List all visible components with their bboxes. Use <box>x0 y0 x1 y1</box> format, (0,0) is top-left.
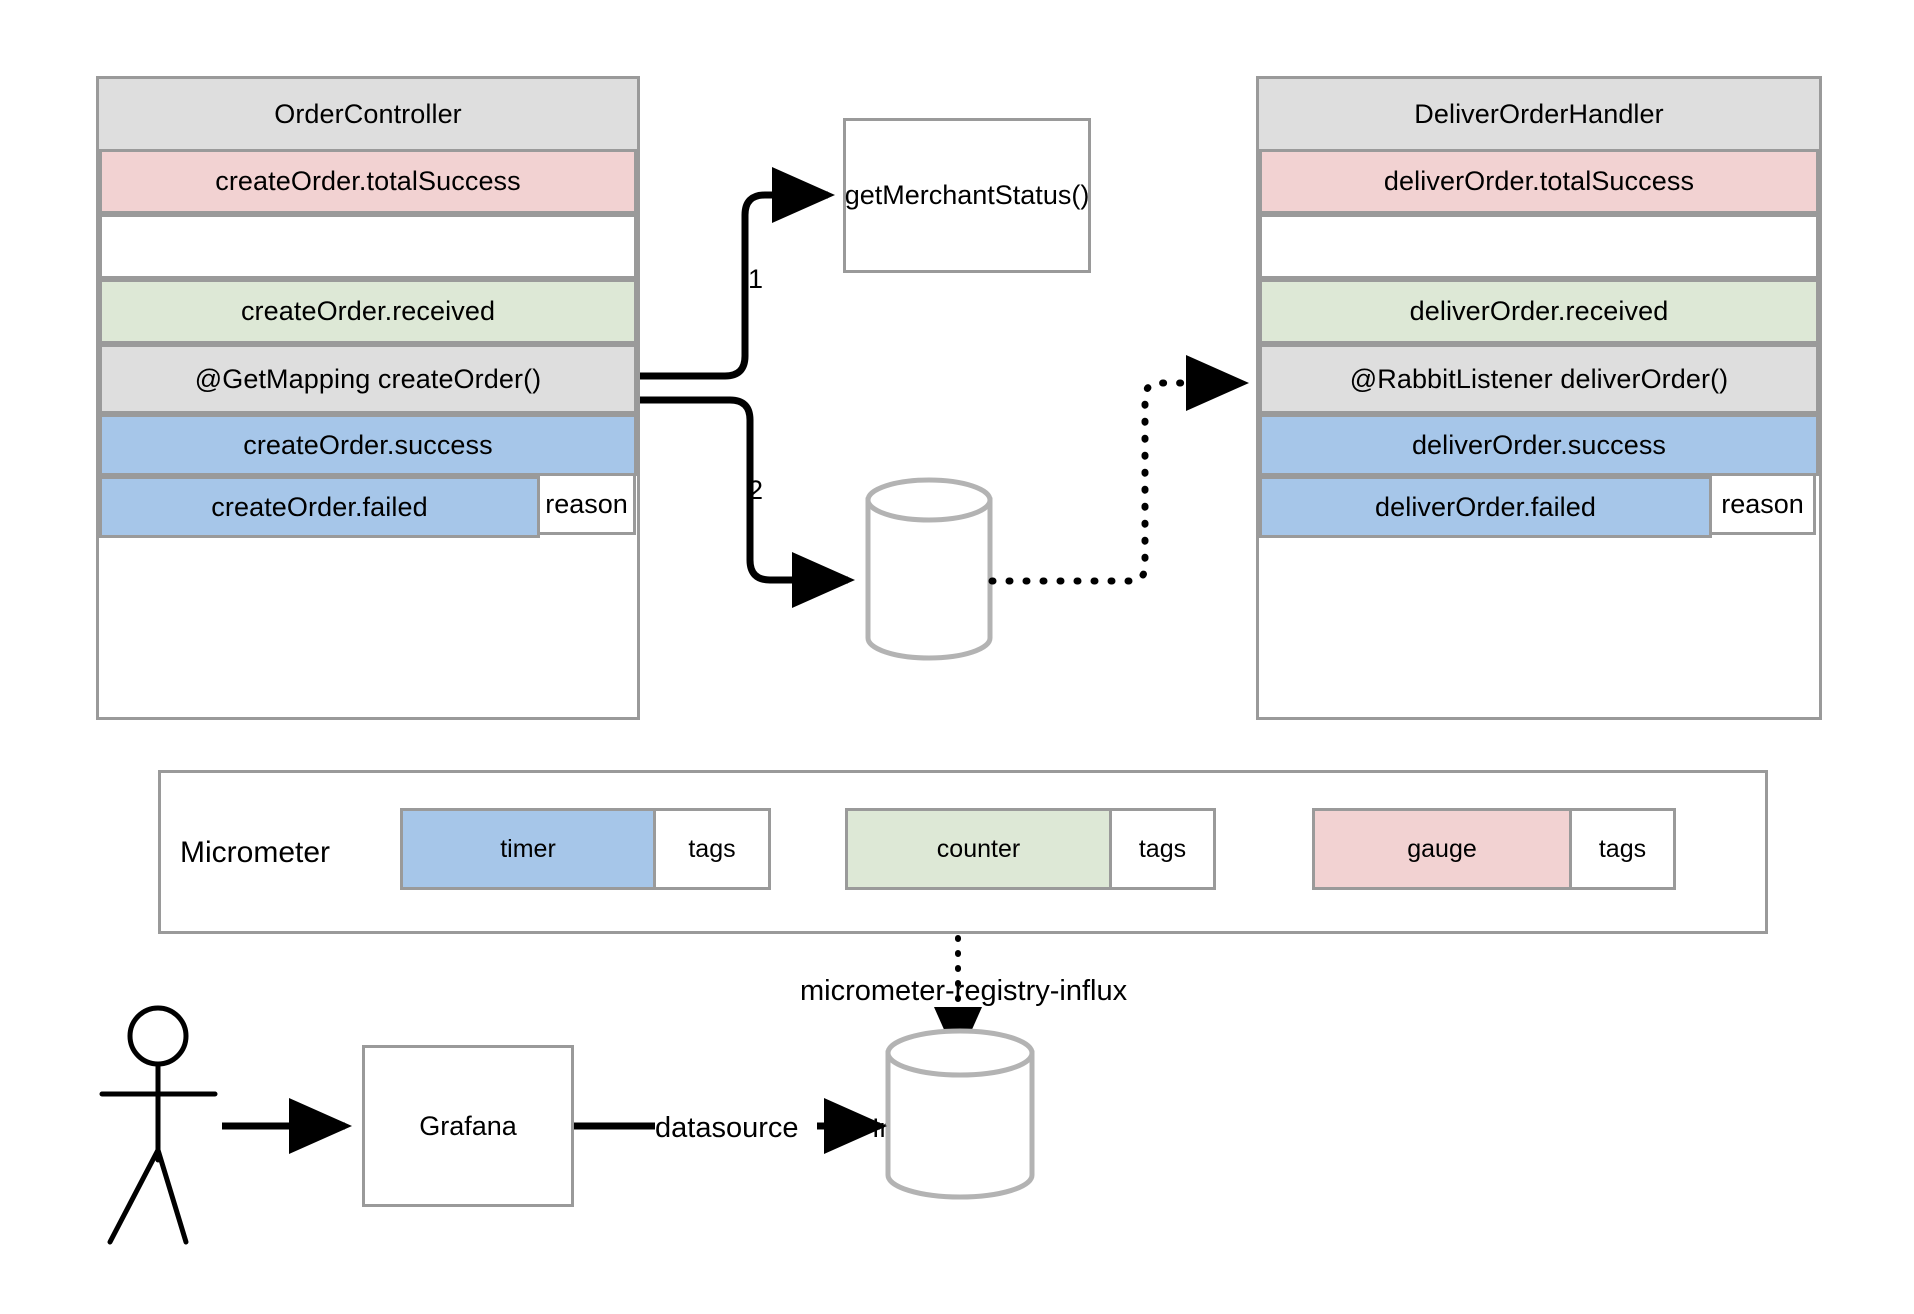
row-label: createOrder.totalSuccess <box>215 166 521 196</box>
rmq-label: RMQ <box>905 567 969 597</box>
row-deliver-order-received[interactable]: deliverOrder.received <box>1259 279 1819 344</box>
order-controller-header-label: OrderController <box>274 98 462 129</box>
edge-label-2: 2 <box>748 475 764 505</box>
micrometer-registry-influx-label: micrometer-registry-influx <box>800 975 1128 1007</box>
edge-rmq-to-rabbit-listener <box>988 355 1249 585</box>
edge-create-order-to-rmq <box>640 396 855 608</box>
row-get-mapping-create-order[interactable]: @GetMapping createOrder() <box>99 344 637 414</box>
order-controller-component[interactable]: OrderController createOrder.totalSuccess… <box>96 76 640 720</box>
reason-label: reason <box>1721 488 1804 519</box>
micrometer-section-label: Micrometer <box>180 836 331 869</box>
row-create-order-failed[interactable]: createOrder.failed <box>99 476 540 538</box>
metric-timer[interactable]: timer <box>400 808 656 890</box>
metric-timer-tags[interactable]: tags <box>653 808 771 890</box>
reason-label: reason <box>545 488 628 519</box>
row-label: createOrder.success <box>243 429 493 460</box>
deliver-order-handler-header-label: DeliverOrderHandler <box>1414 98 1664 129</box>
create-order-failed-reason-cell[interactable]: reason <box>537 473 636 535</box>
row-label: createOrder.received <box>240 296 496 326</box>
row-label: @RabbitListener deliverOrder() <box>1349 363 1729 394</box>
row-label: createOrder.failed <box>211 491 428 522</box>
row-label: deliverOrder.success <box>1411 429 1667 460</box>
metric-gauge-tags[interactable]: tags <box>1569 808 1676 890</box>
row-label: deliverOrder.failed <box>1374 491 1596 522</box>
deliver-order-handler-header: DeliverOrderHandler <box>1259 79 1819 149</box>
metric-label: counter <box>936 834 1021 863</box>
user-actor-icon <box>99 1005 218 1245</box>
edge-label-1: 1 <box>748 264 764 294</box>
metric-label: timer <box>500 834 556 863</box>
datasource-label: datasource <box>655 1112 799 1144</box>
influxdb-label: InfluxDB <box>871 1113 975 1143</box>
edge-create-order-to-get-merchant-status <box>640 167 835 380</box>
row-deliver-order-failed[interactable]: deliverOrder.failed <box>1259 476 1712 538</box>
row-label: @GetMapping createOrder() <box>194 363 542 394</box>
metric-gauge[interactable]: gauge <box>1312 808 1572 890</box>
deliver-order-failed-reason-cell[interactable]: reason <box>1709 473 1816 535</box>
row-rabbit-listener-deliver-order[interactable]: @RabbitListener deliverOrder() <box>1259 344 1819 414</box>
grafana-box[interactable]: Grafana <box>362 1045 574 1207</box>
row-label: deliverOrder.totalSuccess <box>1383 166 1695 196</box>
row-right-spacer <box>1259 214 1819 279</box>
row-deliver-order-success[interactable]: deliverOrder.success <box>1259 414 1819 476</box>
metric-label: gauge <box>1407 834 1477 863</box>
tags-label: tags <box>1598 834 1647 863</box>
tags-label: tags <box>1138 834 1187 863</box>
row-create-order-received[interactable]: createOrder.received <box>99 279 637 344</box>
grafana-label: Grafana <box>419 1110 517 1141</box>
tags-label: tags <box>688 834 736 863</box>
row-left-spacer <box>99 214 637 279</box>
row-create-order-total-success[interactable]: createOrder.totalSuccess <box>99 149 637 214</box>
order-controller-header: OrderController <box>99 79 637 149</box>
metric-counter[interactable]: counter <box>845 808 1112 890</box>
metric-counter-tags[interactable]: tags <box>1109 808 1216 890</box>
row-label: deliverOrder.received <box>1409 296 1669 326</box>
row-deliver-order-total-success[interactable]: deliverOrder.totalSuccess <box>1259 149 1819 214</box>
row-create-order-success[interactable]: createOrder.success <box>99 414 637 476</box>
get-merchant-status-label: getMerchantStatus() <box>844 180 1090 210</box>
deliver-order-handler-component[interactable]: DeliverOrderHandler deliverOrder.totalSu… <box>1256 76 1822 720</box>
get-merchant-status-box[interactable]: getMerchantStatus() <box>843 118 1091 273</box>
